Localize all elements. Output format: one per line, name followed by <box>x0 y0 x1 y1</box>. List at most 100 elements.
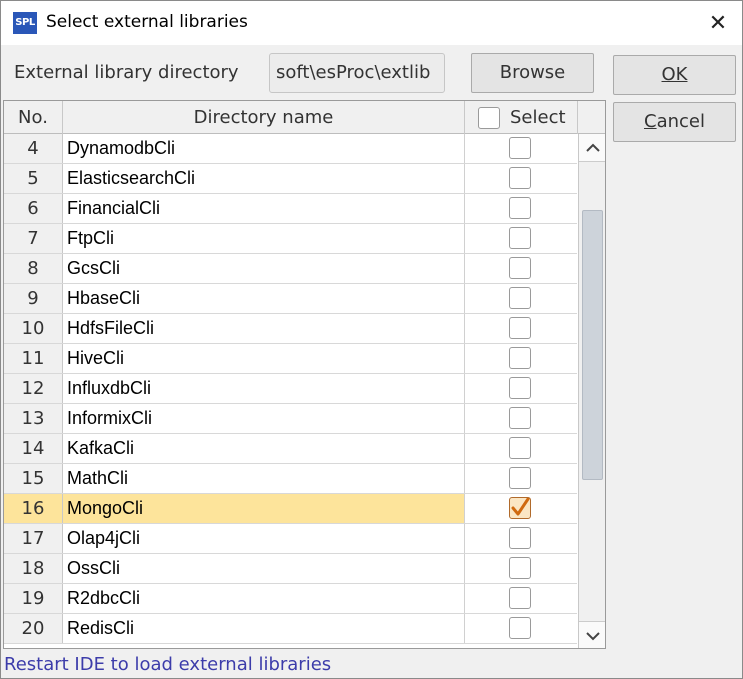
title-bar: SPL Select external libraries ✕ <box>1 1 742 45</box>
directory-name-cell[interactable]: InfluxdbCli <box>63 374 465 403</box>
row-checkbox[interactable] <box>509 347 531 369</box>
row-checkbox[interactable] <box>509 377 531 399</box>
select-cell <box>465 554 577 583</box>
select-cell <box>465 614 577 643</box>
ok-button[interactable]: OK <box>613 55 736 95</box>
row-checkbox[interactable] <box>509 137 531 159</box>
chevron-up-icon <box>585 143 600 152</box>
directory-name-cell[interactable]: FinancialCli <box>63 194 465 223</box>
select-cell <box>465 344 577 373</box>
select-cell <box>465 314 577 343</box>
directory-name-cell[interactable]: HdfsFileCli <box>63 314 465 343</box>
row-number: 9 <box>4 284 63 313</box>
row-checkbox[interactable] <box>509 497 531 519</box>
select-cell <box>465 404 577 433</box>
row-checkbox[interactable] <box>509 197 531 219</box>
select-header-label: Select <box>510 107 566 128</box>
directory-name-cell[interactable]: MongoCli <box>63 494 465 523</box>
row-checkbox[interactable] <box>509 317 531 339</box>
vertical-scrollbar[interactable] <box>578 134 605 648</box>
row-checkbox[interactable] <box>509 407 531 429</box>
directory-name-cell[interactable]: R2dbcCli <box>63 584 465 613</box>
row-number: 20 <box>4 614 63 643</box>
row-checkbox[interactable] <box>509 227 531 249</box>
row-checkbox[interactable] <box>509 467 531 489</box>
scroll-track[interactable] <box>579 162 605 621</box>
directory-name-cell[interactable]: RedisCli <box>63 614 465 643</box>
row-checkbox[interactable] <box>509 167 531 189</box>
cancel-button[interactable]: Cancel <box>613 102 736 142</box>
checkmark-icon <box>511 498 530 516</box>
select-cell <box>465 224 577 253</box>
row-checkbox[interactable] <box>509 617 531 639</box>
row-number: 8 <box>4 254 63 283</box>
close-icon: ✕ <box>708 10 728 36</box>
directory-name-cell[interactable]: GcsCli <box>63 254 465 283</box>
row-number: 17 <box>4 524 63 553</box>
scroll-down-button[interactable] <box>579 621 605 648</box>
row-checkbox[interactable] <box>509 257 531 279</box>
row-number: 12 <box>4 374 63 403</box>
cancel-button-label: Cancel <box>644 111 705 132</box>
directory-name-cell[interactable]: MathCli <box>63 464 465 493</box>
directory-name-cell[interactable]: HiveCli <box>63 344 465 373</box>
close-button[interactable]: ✕ <box>695 3 741 43</box>
scroll-up-button[interactable] <box>579 134 605 162</box>
row-checkbox[interactable] <box>509 557 531 579</box>
row-number: 5 <box>4 164 63 193</box>
directory-name-cell[interactable]: InformixCli <box>63 404 465 433</box>
row-number: 13 <box>4 404 63 433</box>
directory-name-cell[interactable]: DynamodbCli <box>63 134 465 163</box>
column-header-name[interactable]: Directory name <box>63 101 465 134</box>
select-cell <box>465 464 577 493</box>
select-cell <box>465 524 577 553</box>
row-number: 6 <box>4 194 63 223</box>
select-cell <box>465 374 577 403</box>
row-number: 4 <box>4 134 63 163</box>
directory-field[interactable]: soft\esProc\extlib <box>269 53 445 93</box>
row-checkbox[interactable] <box>509 287 531 309</box>
directory-name-cell[interactable]: KafkaCli <box>63 434 465 463</box>
directory-name-cell[interactable]: OssCli <box>63 554 465 583</box>
window-title: Select external libraries <box>46 12 248 32</box>
select-cell <box>465 434 577 463</box>
directory-name-cell[interactable]: Olap4jCli <box>63 524 465 553</box>
row-number: 19 <box>4 584 63 613</box>
cancel-mnemonic: C <box>644 111 657 132</box>
row-number: 14 <box>4 434 63 463</box>
column-header-select[interactable]: Select <box>465 101 578 134</box>
row-checkbox[interactable] <box>509 437 531 459</box>
row-number: 11 <box>4 344 63 373</box>
select-cell <box>465 584 577 613</box>
scroll-thumb[interactable] <box>582 210 603 480</box>
select-all-checkbox[interactable] <box>478 107 500 129</box>
directory-name-cell[interactable]: ElasticsearchCli <box>63 164 465 193</box>
row-checkbox[interactable] <box>509 527 531 549</box>
row-checkbox[interactable] <box>509 587 531 609</box>
chevron-down-icon <box>585 631 600 640</box>
select-cell <box>465 284 577 313</box>
directory-name-cell[interactable]: HbaseCli <box>63 284 465 313</box>
column-header-no[interactable]: No. <box>4 101 63 134</box>
browse-button[interactable]: Browse <box>471 53 594 93</box>
select-cell <box>465 494 577 523</box>
status-message: Restart IDE to load external libraries <box>4 654 332 675</box>
directory-name-cell[interactable]: FtpCli <box>63 224 465 253</box>
